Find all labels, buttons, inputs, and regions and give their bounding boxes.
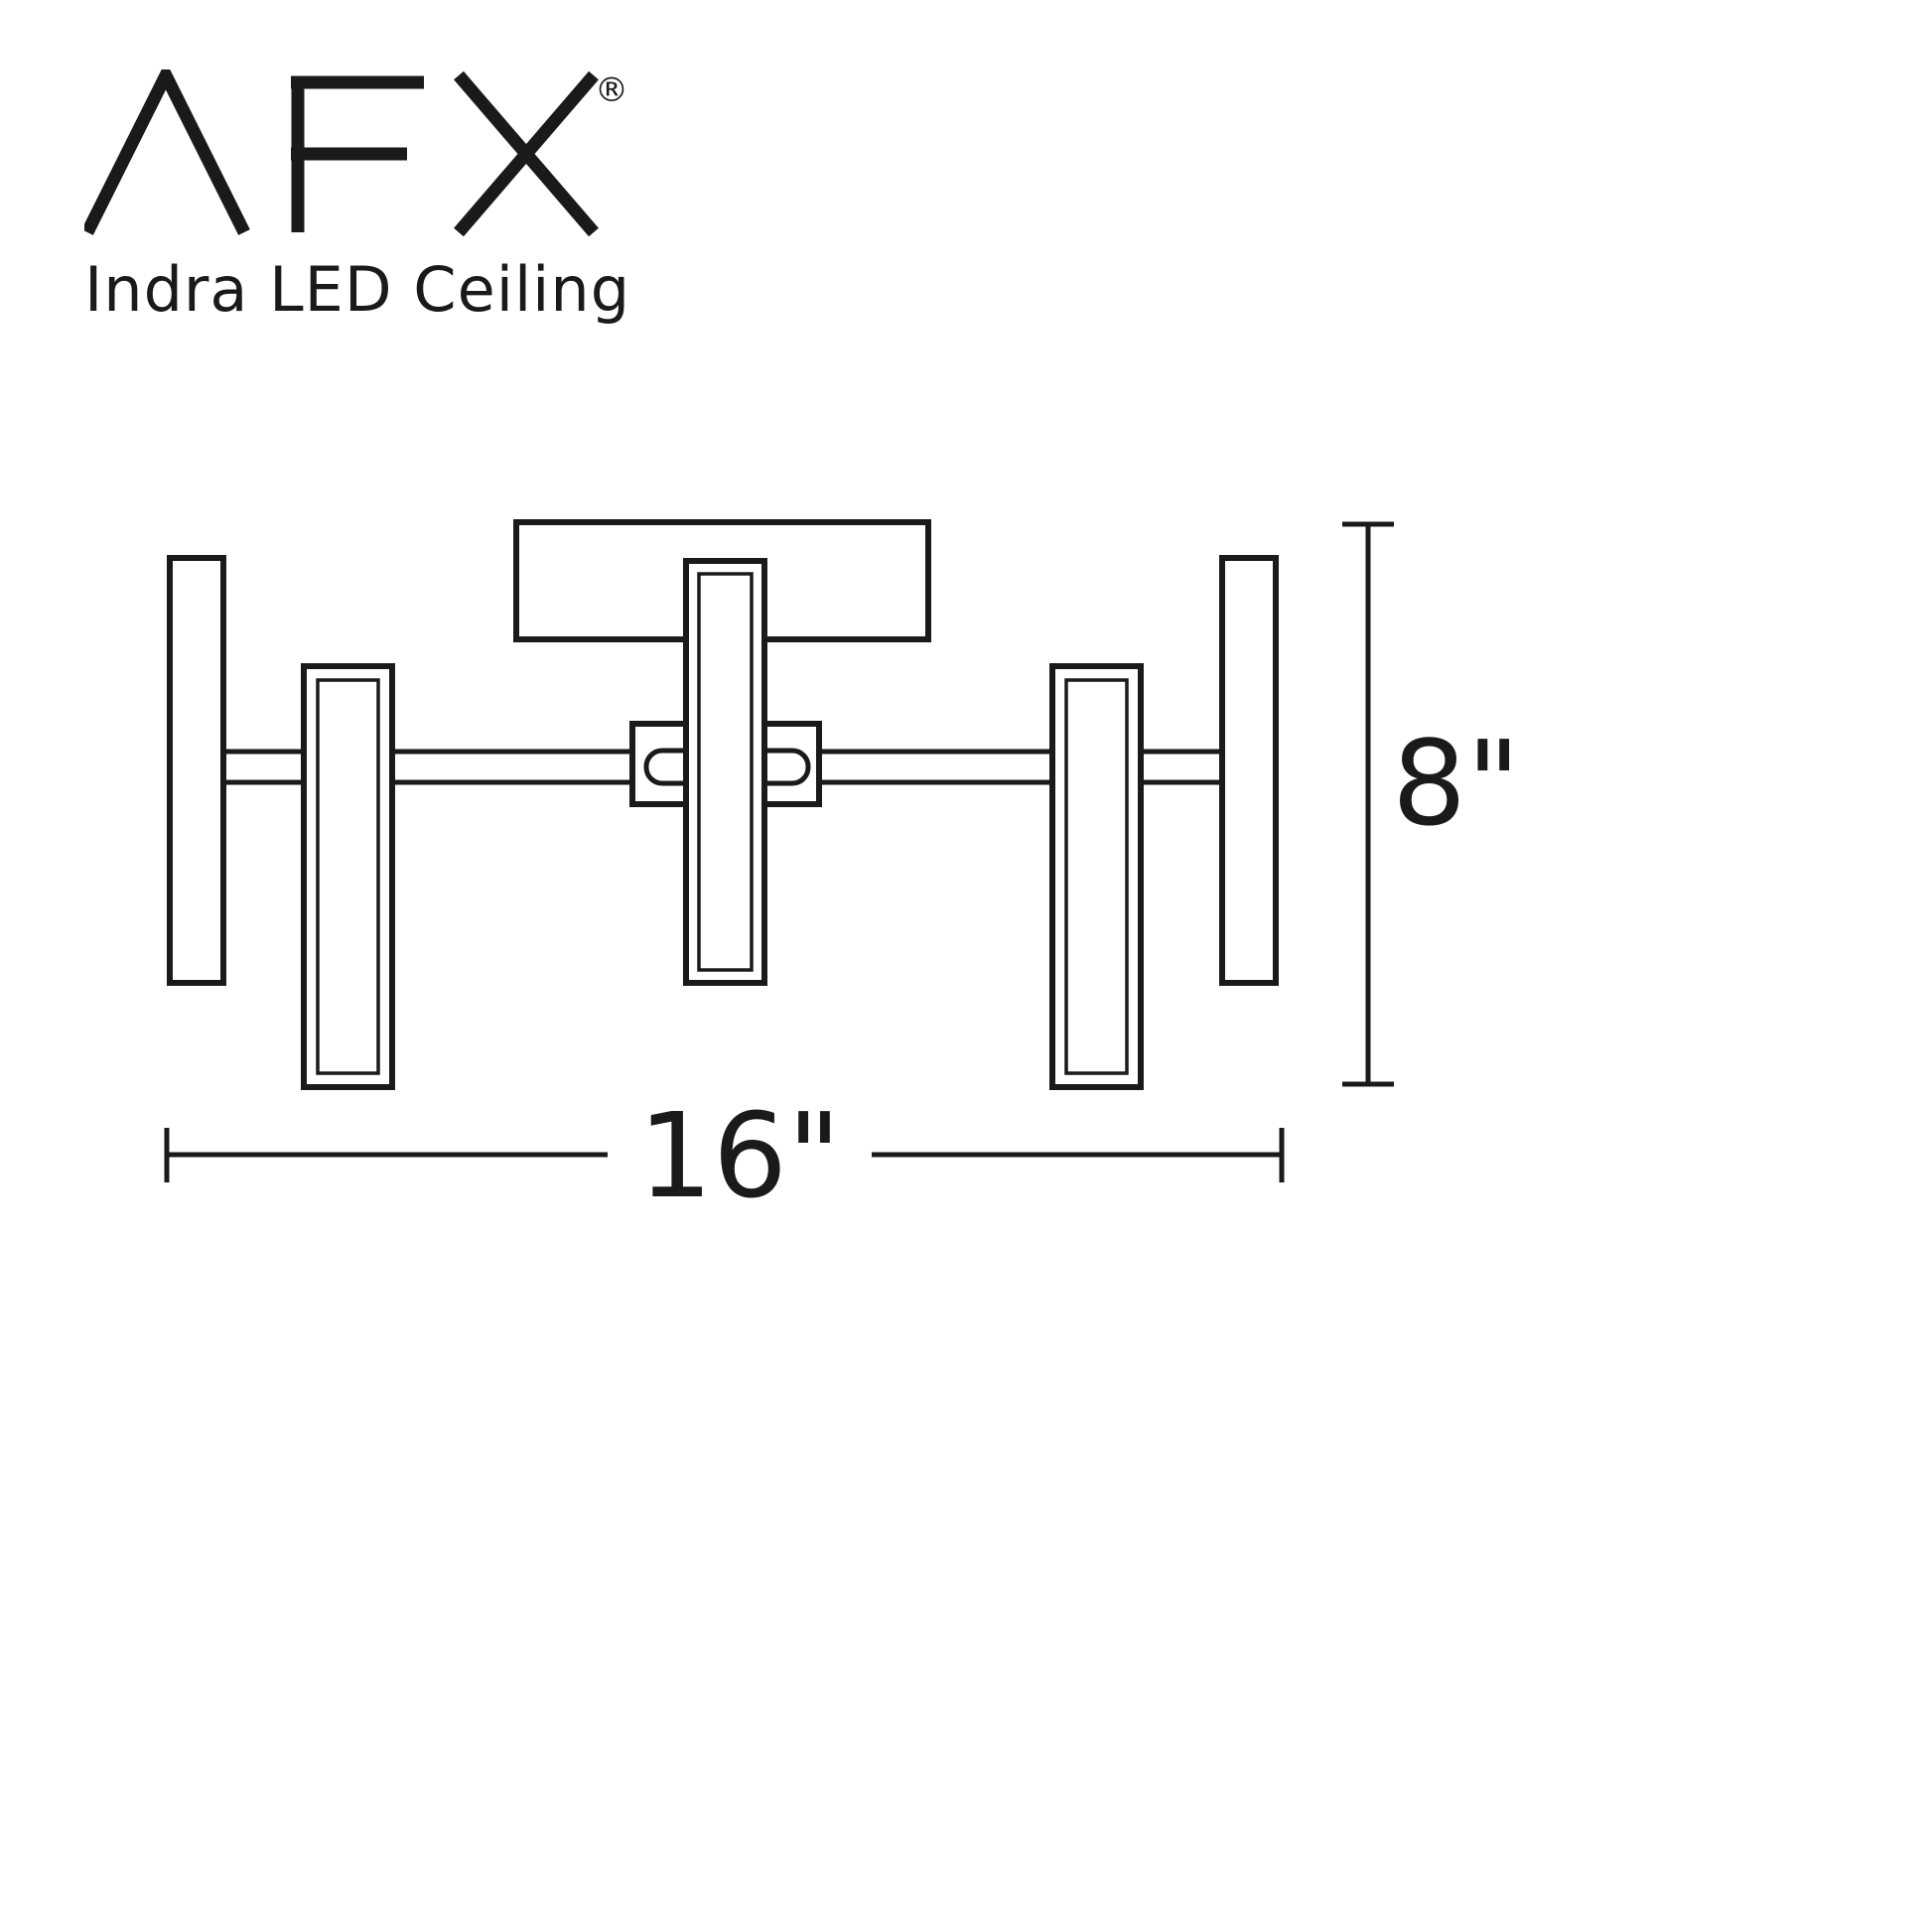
height-dimension: 8" [1342,521,1520,1087]
width-dimension-label: 16" [638,1087,841,1224]
light-bar-left-outer [167,555,226,986]
width-dimension: 16" [164,1087,1285,1224]
afx-logo-letter-a [84,69,250,235]
light-bar-right-mid-diffuser [1064,678,1129,1075]
light-bar-left-mid-diffuser [316,678,380,1075]
registered-trademark-icon: ® [595,70,628,110]
afx-logo: ® [84,69,628,237]
light-bar-right-outer [1219,555,1279,986]
light-bar-center-diffuser [697,572,754,972]
product-title: Indra LED Ceiling [84,253,631,326]
height-dimension-label: 8" [1392,715,1520,852]
afx-logo-letter-x-stroke2 [454,70,599,237]
